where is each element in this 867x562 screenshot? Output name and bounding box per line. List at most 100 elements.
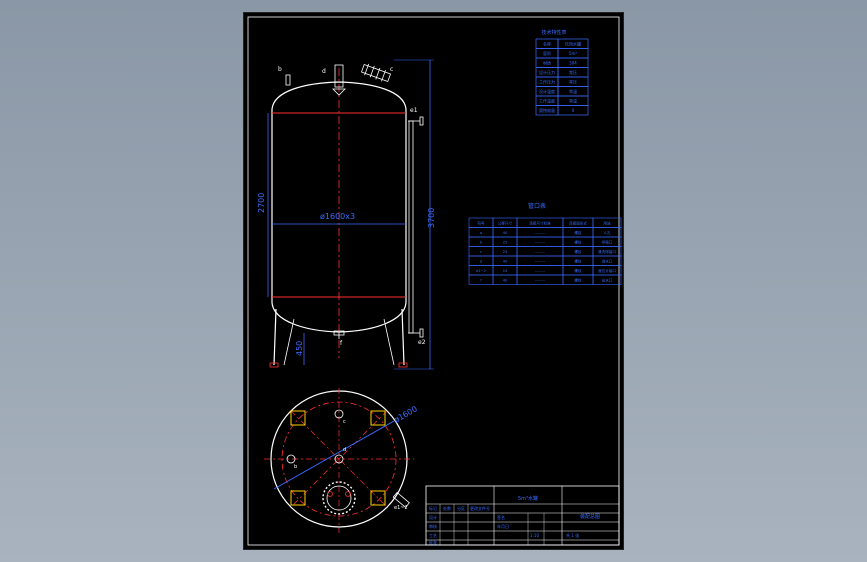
title-label-review: 审核 bbox=[429, 523, 437, 529]
nozzle-f bbox=[333, 330, 345, 336]
specs-key-text: 工作温度 bbox=[539, 98, 555, 104]
title-scale: 1:10 bbox=[530, 533, 539, 538]
plan-diameter-text: ø1600 bbox=[393, 404, 419, 424]
title-right-text: 装配总图 bbox=[580, 513, 600, 520]
nozzle-cell-text: 螺纹 bbox=[574, 249, 582, 254]
leg-brace-left bbox=[283, 318, 295, 366]
nozzle-cell-text: 呼吸口 bbox=[602, 239, 613, 244]
leg-left bbox=[273, 308, 277, 366]
nozzle-header-text: 符号 bbox=[477, 220, 485, 225]
specs-value-text: 常压 bbox=[569, 69, 577, 75]
nozzle-c bbox=[360, 63, 392, 83]
plan-view: ø1600 c d b e1~2 bbox=[264, 388, 419, 533]
nozzle-cell-text: f bbox=[480, 278, 482, 282]
nozzle-header-text: 连接尺寸标准 bbox=[529, 220, 551, 225]
plan-nozzle-c bbox=[334, 409, 344, 419]
nozzle-cell-text: b bbox=[480, 240, 483, 244]
specs-key-text: 材质 bbox=[543, 60, 551, 66]
nozzle-cell-text: c bbox=[480, 250, 482, 254]
nozzle-cell-text: 螺纹 bbox=[574, 230, 582, 235]
plan-sight-nozzle bbox=[392, 491, 410, 508]
nozzle-cell-text: 螺纹 bbox=[574, 277, 582, 282]
leg-pad-3 bbox=[290, 490, 306, 506]
nozzle-d-flange bbox=[332, 88, 346, 96]
plan-nozzle-c-label: c bbox=[343, 419, 346, 425]
specs-value-text: 常温 bbox=[569, 88, 577, 94]
plan-diameter-line bbox=[273, 420, 395, 490]
nozzle-cell-text: 40 bbox=[503, 259, 508, 263]
title-sheet: 共 1 张 bbox=[566, 532, 579, 538]
nozzle-f-label: f bbox=[340, 340, 343, 347]
title-label-date: 年月日 bbox=[497, 523, 509, 529]
manway-hole-2 bbox=[345, 491, 351, 497]
specs-value-text: 5m³ bbox=[569, 51, 577, 56]
nozzle-cell-text: 螺纹 bbox=[574, 258, 582, 263]
plan-center-d2 bbox=[290, 410, 388, 508]
manway-opening bbox=[326, 485, 352, 511]
title-block-frame bbox=[425, 485, 620, 546]
specs-value-text: 饮用水罐 bbox=[565, 41, 581, 47]
foot-left bbox=[269, 362, 279, 368]
diameter-dim-text: ø1600x3 bbox=[320, 212, 355, 221]
nozzle-b bbox=[285, 74, 291, 86]
title-label-count: 处数 bbox=[443, 505, 451, 511]
nozzle-d bbox=[334, 64, 344, 88]
nozzle-cell bbox=[592, 274, 622, 285]
gauge-valve-top bbox=[419, 116, 424, 126]
nozzle-cell-text: 40 bbox=[503, 231, 508, 235]
specs-value-text: 常温 bbox=[569, 98, 577, 104]
nozzle-cell-text: 40 bbox=[503, 278, 508, 282]
nozzle-cell-text: 进水口 bbox=[602, 258, 613, 263]
specs-key-text: 设计压力 bbox=[539, 69, 555, 75]
specs-value-text: 0 bbox=[572, 108, 575, 113]
nozzle-c-label: c bbox=[390, 66, 393, 73]
leg-pad-2 bbox=[370, 410, 386, 426]
nozzle-cell-text: e1~2 bbox=[476, 269, 486, 273]
nozzle-cell-text: -------- bbox=[535, 269, 546, 273]
title-label-design: 设计 bbox=[429, 514, 437, 520]
nozzle-cell-text: 25 bbox=[503, 250, 508, 254]
nozzle-cell-text: 人孔 bbox=[603, 230, 611, 235]
drawing-sheet[interactable]: ø1600x3 2700 3700 450 bbox=[244, 13, 623, 549]
specs-key-text: 名称 bbox=[543, 41, 551, 47]
leg-brace-right bbox=[383, 318, 395, 366]
specs-value-text: 304 bbox=[569, 61, 577, 66]
nozzle-cell-text: -------- bbox=[535, 259, 546, 263]
cyl-dim-text: 2700 bbox=[257, 193, 266, 213]
title-label-docno: 更改文件号 bbox=[470, 505, 490, 511]
plan-nozzle-b-label: b bbox=[294, 464, 297, 470]
nozzle-header-text: 用途 bbox=[603, 220, 611, 225]
specs-title: 技术特性表 bbox=[541, 29, 566, 36]
drawing-canvas[interactable]: ø1600x3 2700 3700 450 bbox=[244, 13, 623, 549]
nozzle-cell-text: -------- bbox=[535, 240, 546, 244]
title-label-zone: 分区 bbox=[457, 505, 465, 511]
nozzle-cell-text: 25 bbox=[503, 240, 508, 244]
leg-pad-4 bbox=[370, 490, 386, 506]
nozzle-table-title: 管口表 bbox=[528, 202, 546, 210]
title-label-approve: 批准 bbox=[429, 539, 437, 545]
plan-sight-label: e1~2 bbox=[394, 505, 408, 511]
title-label-sign: 签名 bbox=[497, 514, 505, 520]
title-label-mark: 标记 bbox=[429, 505, 437, 511]
nozzle-cell-text: a bbox=[480, 231, 482, 235]
gauge-valve-bottom bbox=[419, 328, 424, 338]
title-label-process: 工艺 bbox=[429, 533, 437, 538]
leg-pad-1 bbox=[290, 410, 306, 426]
nozzle-header-text: 连接面形式 bbox=[569, 220, 587, 225]
nozzle-e2-label: e2 bbox=[418, 339, 426, 346]
nozzle-b-label: b bbox=[278, 66, 282, 73]
level-gauge bbox=[408, 120, 414, 334]
nozzle-cell-text: -------- bbox=[535, 278, 546, 282]
nozzle-cell-text: 螺纹 bbox=[574, 239, 582, 244]
title-block: 5m³水罐 装配总图 标记 处数 分区 更改文件号 设计 审核 工艺 批准 签名… bbox=[425, 485, 620, 546]
specs-key-text: 腐蚀裕量 bbox=[539, 107, 555, 113]
front-view: ø1600x3 2700 3700 450 bbox=[257, 59, 436, 370]
nozzle-cell-text: -------- bbox=[535, 231, 546, 235]
nozzle-cell-text: 螺纹 bbox=[574, 268, 582, 273]
manway-hole-1 bbox=[327, 491, 333, 497]
foot-right bbox=[398, 362, 408, 368]
nozzle-cell-text: -------- bbox=[535, 250, 546, 254]
